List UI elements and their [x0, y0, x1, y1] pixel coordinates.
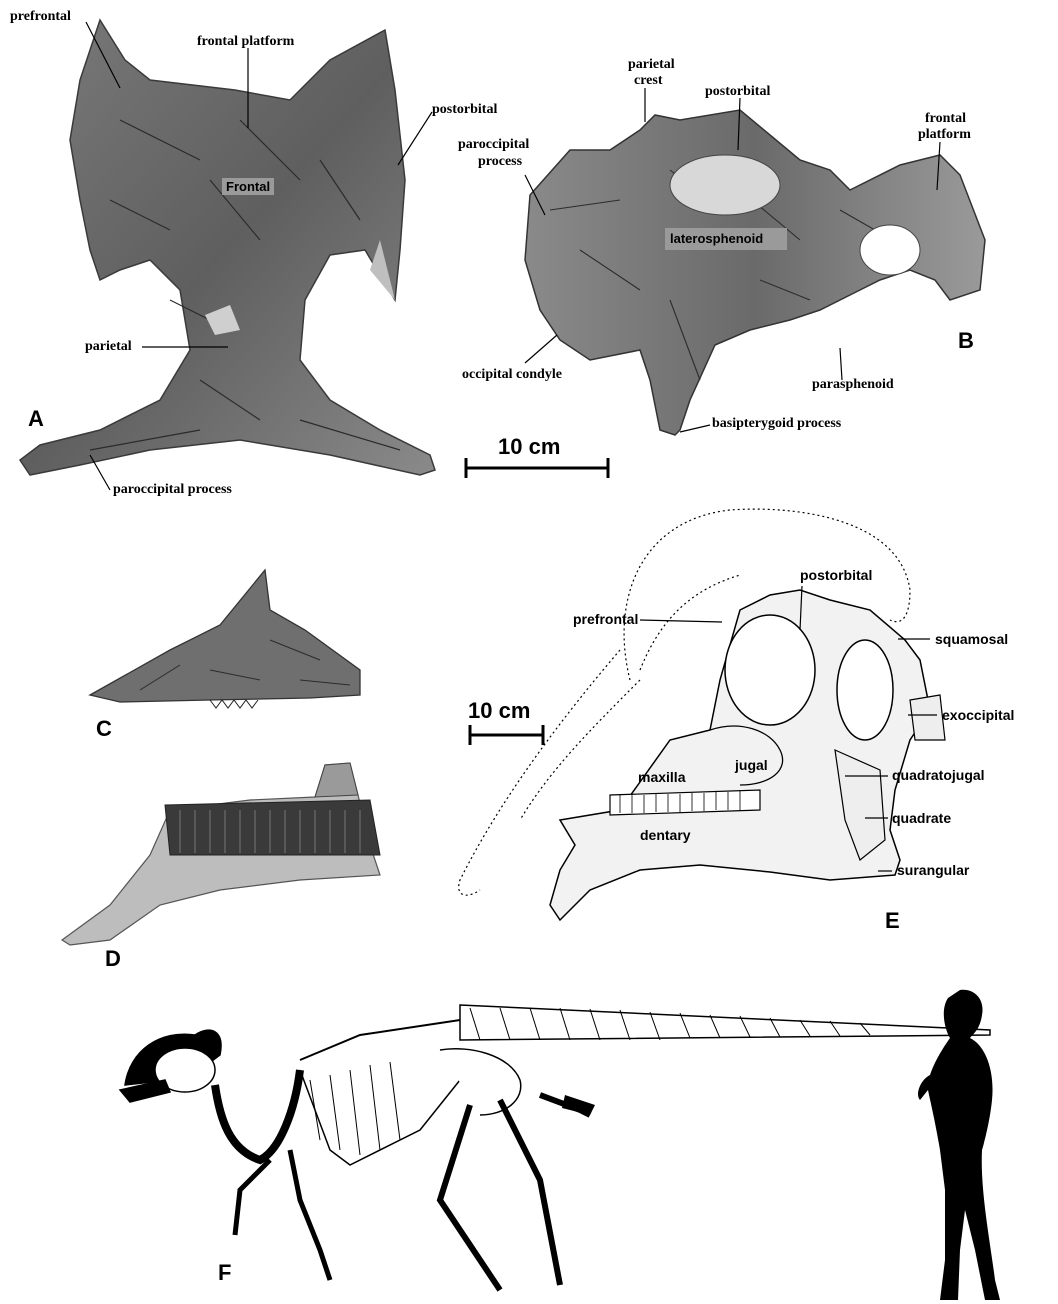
pelvis: [440, 1049, 521, 1115]
scale-bar-label-e: 10 cm: [468, 700, 530, 722]
leader-parasphenoid: [840, 348, 842, 380]
panel-a-frontal-parietal-photo: [0, 0, 460, 500]
human-silhouette: [918, 990, 1000, 1300]
panel-letter-c: C: [96, 718, 112, 740]
label-parietal: parietal: [85, 340, 132, 354]
label-jugal: jugal: [735, 758, 768, 772]
panel-d: D: [50, 755, 400, 970]
label-frontal-platform: frontal platform: [197, 35, 294, 49]
pubis-tip: [562, 1095, 595, 1115]
panel-letter-e: E: [885, 910, 900, 932]
label-maxilla: maxilla: [638, 770, 685, 784]
label-prefrontal: prefrontal: [10, 10, 71, 24]
panel-a: prefrontal frontal platform postorbital …: [0, 0, 460, 500]
ribcage: [300, 1070, 460, 1165]
panel-c: C: [60, 560, 400, 750]
panel-letter-a: A: [28, 408, 44, 430]
label-paroccipital-process-1: paroccipital: [458, 138, 529, 152]
opening: [860, 225, 920, 275]
panel-letter-d: D: [105, 948, 121, 970]
forelimb-left: [290, 1150, 330, 1280]
ribs: [310, 1062, 400, 1155]
label-exoccipital: exoccipital: [942, 708, 1014, 722]
panel-letter-b: B: [958, 330, 974, 352]
panel-f-skeletal-reconstruction: [0, 990, 1058, 1304]
label-paroccipital-process: paroccipital process: [113, 483, 232, 497]
panel-f: F: [0, 990, 1058, 1304]
skeleton: [120, 1005, 990, 1290]
label-dentary: dentary: [640, 828, 691, 842]
label-parasphenoid: parasphenoid: [812, 378, 894, 392]
label-quadrate: quadrate: [892, 811, 951, 825]
neck: [215, 1070, 300, 1160]
label-frontal-platform-1: frontal: [925, 112, 966, 126]
label-postorbital: postorbital: [705, 85, 770, 99]
maxilla-teeth: [210, 700, 258, 708]
label-laterosphenoid: laterosphenoid: [670, 232, 763, 245]
leader-basipterygoid-process: [680, 425, 710, 432]
leader-occipital-condyle: [525, 335, 557, 363]
panel-d-dentary-photo: [50, 755, 400, 970]
tail-spines-outline: [460, 1005, 990, 1040]
label-postorbital: postorbital: [800, 568, 872, 582]
leader-prefrontal: [640, 620, 722, 622]
label-parietal-crest-2: crest: [634, 74, 663, 88]
label-quadratojugal: quadratojugal: [892, 768, 985, 782]
braincase-bone: [525, 110, 985, 435]
label-prefrontal: prefrontal: [573, 612, 638, 626]
label-squamosal: squamosal: [935, 632, 1008, 646]
label-surangular: surangular: [897, 863, 969, 877]
orbit: [725, 615, 815, 725]
dentary-tooth-battery: [165, 800, 380, 855]
hindlimb-left: [440, 1105, 500, 1290]
label-paroccipital-process-2: process: [478, 155, 522, 169]
label-frontal: Frontal: [222, 178, 274, 195]
hindlimb-right: [500, 1100, 560, 1285]
panel-b: parietal crest postorbital frontal platf…: [440, 0, 1058, 500]
leader-postorbital: [398, 112, 432, 165]
panel-e: postorbital prefrontal squamosal exoccip…: [440, 500, 1058, 940]
scale-bar-ab: [466, 458, 608, 478]
frontal-parietal-bone: [20, 20, 435, 475]
tooth-row: [610, 790, 760, 815]
infratemporal-fenestra: [837, 640, 893, 740]
coronoid-process: [315, 763, 358, 797]
label-basipterygoid-process: basipterygoid process: [712, 417, 841, 431]
label-occipital-condyle: occipital condyle: [462, 368, 562, 382]
exoccipital-outline: [910, 695, 945, 740]
label-parietal-crest-1: parietal: [628, 58, 675, 72]
scale-bar-e: [470, 725, 543, 745]
orbit-opening: [670, 155, 780, 215]
label-frontal-platform-2: platform: [918, 128, 971, 142]
scale-bar-label-ab: 10 cm: [498, 436, 560, 458]
forelimb-right: [235, 1160, 270, 1235]
panel-letter-f: F: [218, 1262, 231, 1284]
